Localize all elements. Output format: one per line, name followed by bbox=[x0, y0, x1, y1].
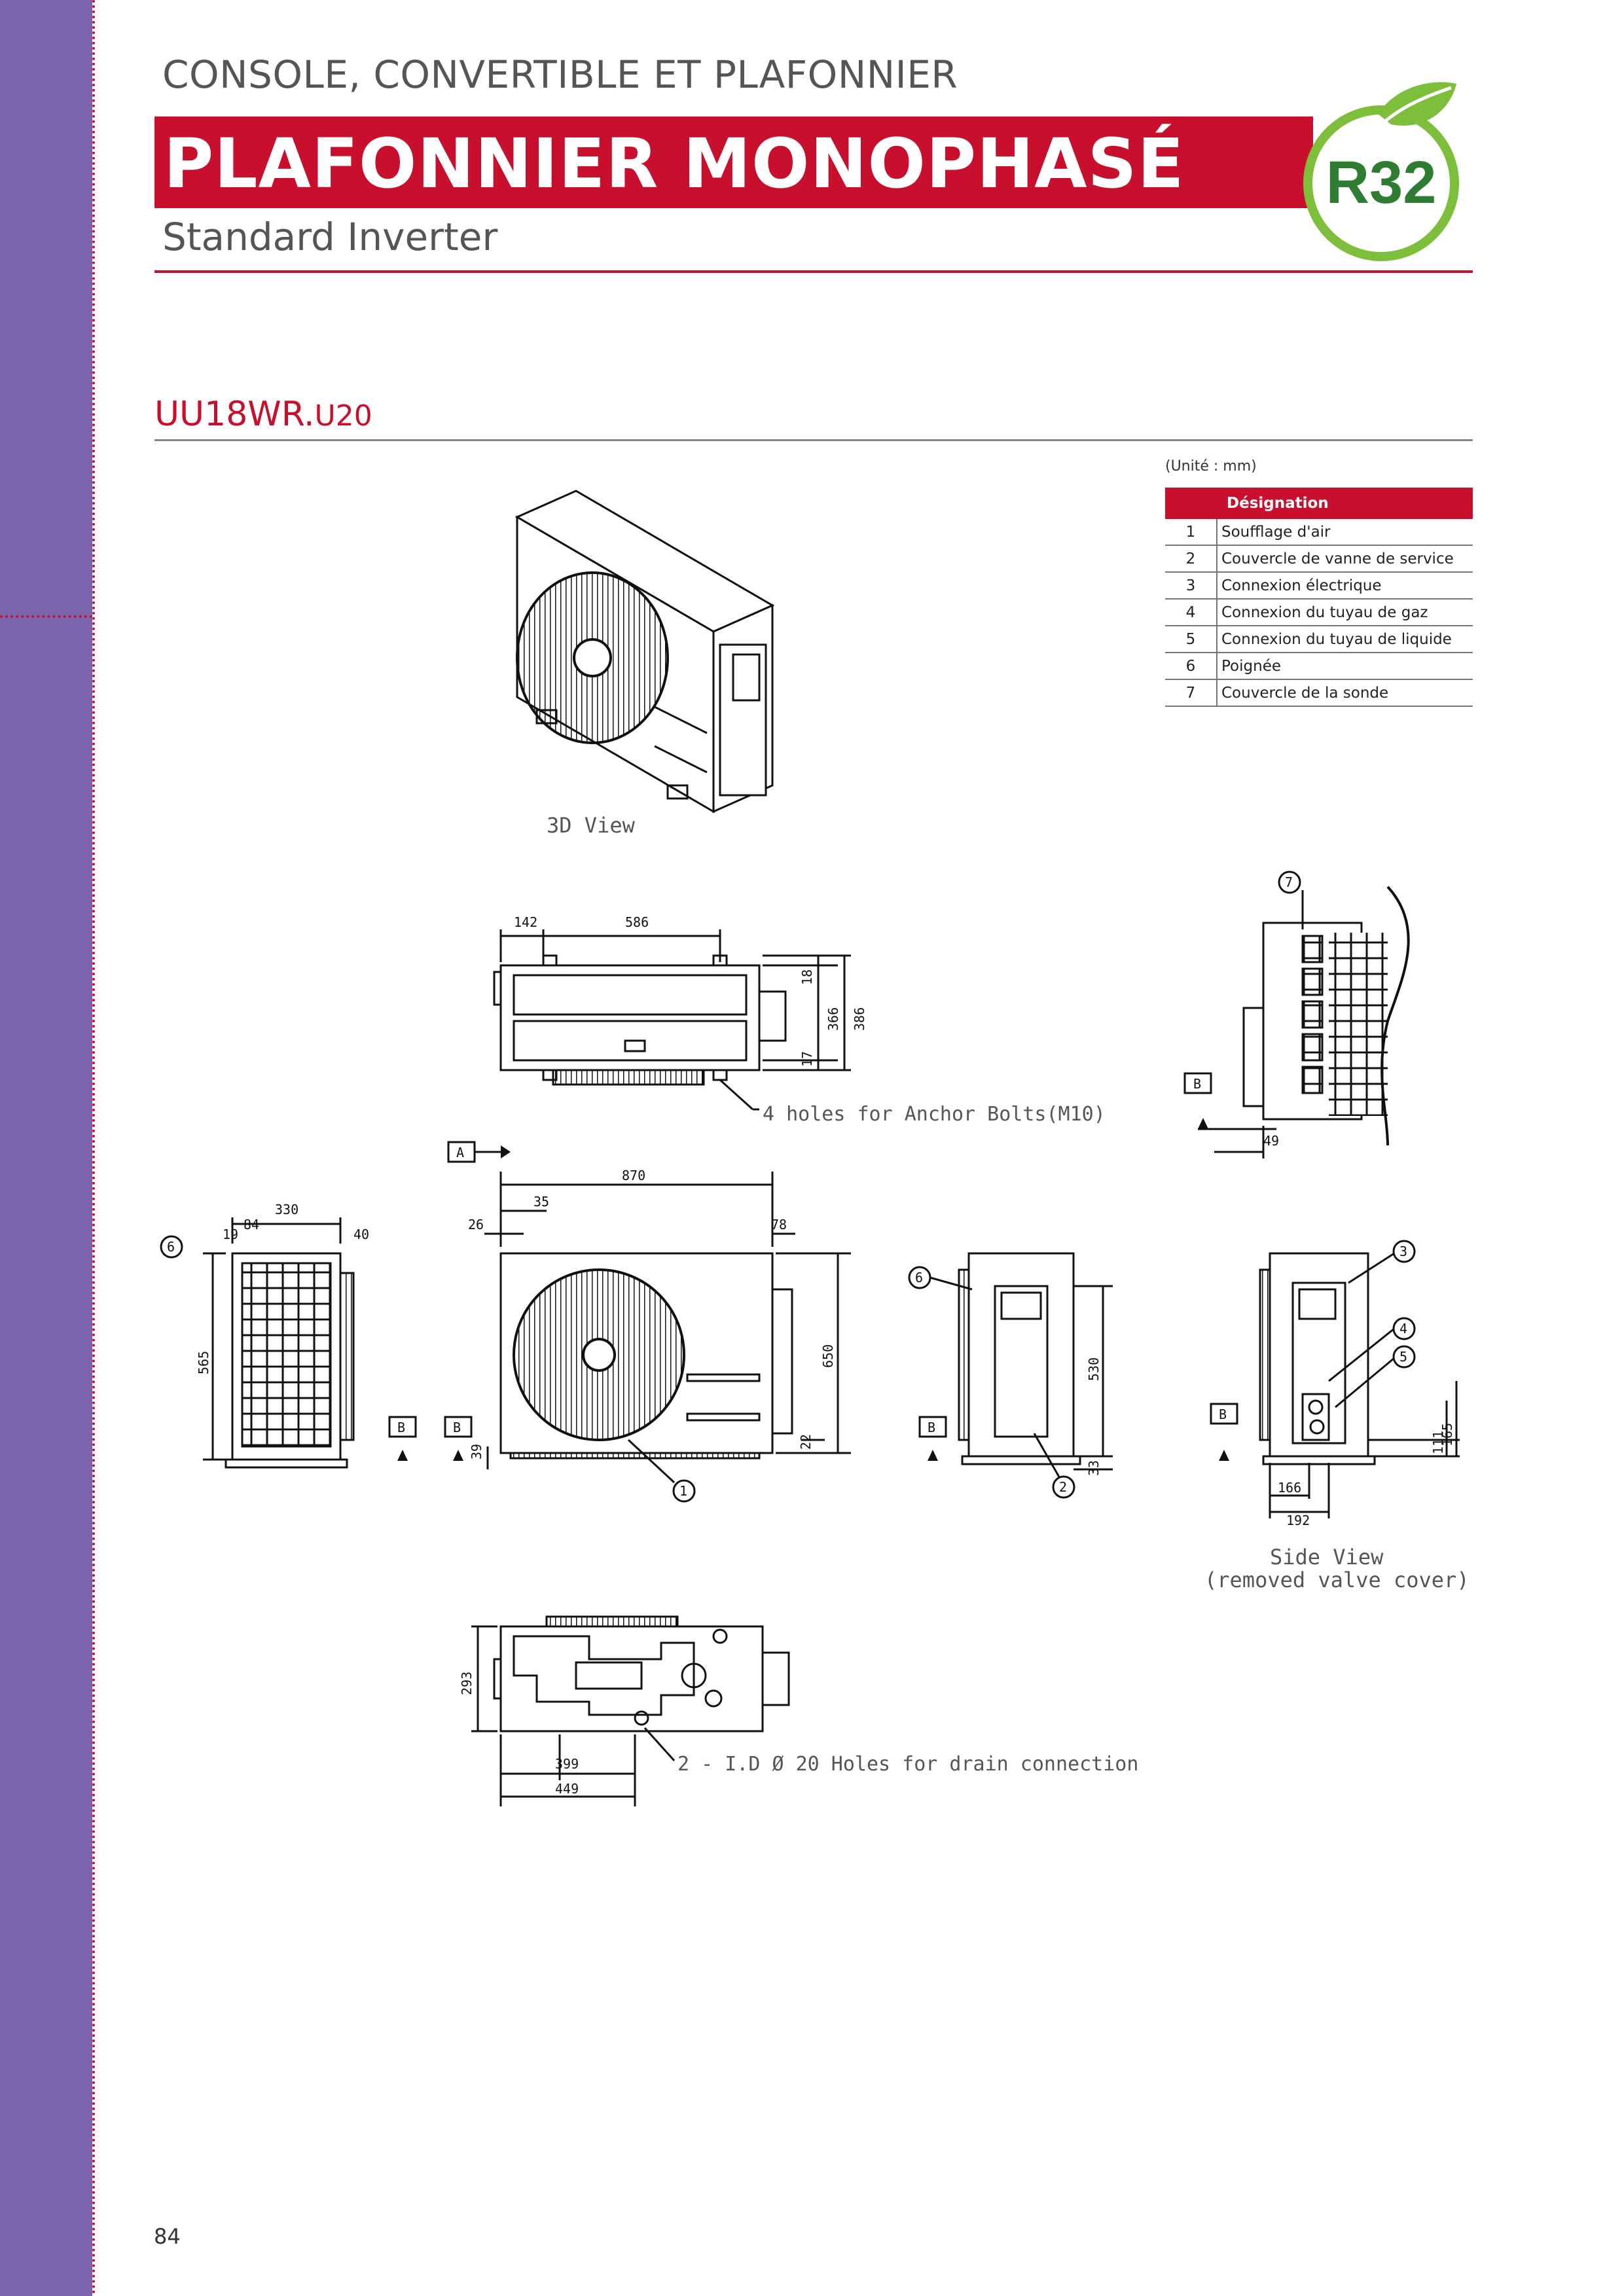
ref-b-right: B bbox=[1193, 1076, 1201, 1092]
dim-449: 449 bbox=[555, 1781, 579, 1797]
designation-header: Désignation bbox=[1165, 488, 1473, 519]
unit-3d-view bbox=[514, 490, 775, 814]
callout-3: 3 bbox=[1399, 1244, 1407, 1259]
callout-2: 2 bbox=[1059, 1479, 1067, 1495]
callout-4: 4 bbox=[1399, 1321, 1407, 1336]
callout-6-side: 6 bbox=[915, 1270, 923, 1285]
dim-166: 166 bbox=[1278, 1480, 1301, 1496]
dim-142: 142 bbox=[514, 914, 537, 930]
dim-17: 17 bbox=[799, 1051, 815, 1067]
dim-19: 19 bbox=[223, 1227, 238, 1242]
model-name: UU18WR.U20 bbox=[154, 395, 372, 434]
ref-a: A bbox=[456, 1145, 464, 1160]
sidebar-stripe bbox=[0, 0, 92, 2296]
dim-49: 49 bbox=[1263, 1133, 1279, 1149]
side-view-label: Side View bbox=[1270, 1545, 1384, 1570]
dim-22: 22 bbox=[798, 1434, 814, 1450]
callout-6-left: 6 bbox=[167, 1239, 175, 1255]
dim-399: 399 bbox=[555, 1756, 579, 1772]
dim-650: 650 bbox=[820, 1344, 836, 1368]
dim-330: 330 bbox=[275, 1202, 298, 1217]
dim-111: 111 bbox=[1430, 1431, 1446, 1454]
ref-b-front: B bbox=[453, 1420, 461, 1435]
unit-front-view bbox=[484, 1172, 851, 1484]
callout-5: 5 bbox=[1399, 1349, 1407, 1365]
dim-78: 78 bbox=[771, 1217, 787, 1232]
model-suffix: U20 bbox=[314, 399, 372, 433]
r32-badge: R32 bbox=[1299, 72, 1470, 262]
title-bar bbox=[154, 117, 1313, 208]
unit-left-view bbox=[203, 1217, 355, 1469]
dim-386: 386 bbox=[852, 1007, 867, 1031]
ref-b-left: B bbox=[397, 1420, 405, 1435]
model-divider bbox=[154, 439, 1473, 441]
sidebar-dotted-border bbox=[92, 0, 95, 2296]
sidebar-dotted-marker bbox=[0, 615, 92, 618]
page-title: PLAFONNIER MONOPHASÉ bbox=[164, 124, 1185, 204]
dim-26: 26 bbox=[468, 1217, 484, 1232]
dim-35: 35 bbox=[533, 1194, 549, 1210]
dim-39: 39 bbox=[469, 1444, 484, 1460]
dim-530: 530 bbox=[1086, 1357, 1102, 1381]
dim-84: 84 bbox=[244, 1217, 259, 1232]
dim-40: 40 bbox=[353, 1227, 369, 1242]
dim-192: 192 bbox=[1286, 1513, 1310, 1528]
view-3d-label: 3D View bbox=[547, 813, 636, 838]
dim-366: 366 bbox=[825, 1007, 841, 1031]
ref-b-valve: B bbox=[1219, 1407, 1227, 1422]
page-subtitle: Standard Inverter bbox=[162, 215, 498, 259]
unit-valve-view bbox=[1259, 1252, 1460, 1518]
model-prefix: UU18WR. bbox=[154, 395, 315, 434]
anchor-note: 4 holes for Anchor Bolts(M10) bbox=[763, 1103, 1106, 1126]
dim-18: 18 bbox=[799, 969, 815, 985]
dim-165: 165 bbox=[1439, 1423, 1455, 1446]
r32-label: R32 bbox=[1326, 149, 1437, 216]
unit-right-view bbox=[1198, 886, 1410, 1158]
dim-565: 565 bbox=[196, 1351, 211, 1374]
page-number: 84 bbox=[154, 2224, 181, 2249]
unit-bottom-view bbox=[471, 1615, 790, 1806]
unit-note: (Unité : mm) bbox=[1165, 458, 1257, 475]
header-divider bbox=[154, 270, 1473, 273]
unit-side-view bbox=[958, 1252, 1113, 1480]
callout-7: 7 bbox=[1285, 874, 1293, 890]
category-heading: CONSOLE, CONVERTIBLE ET PLAFONNIER bbox=[162, 52, 958, 97]
drain-note: 2 - I.D Ø 20 Holes for drain connection bbox=[677, 1753, 1138, 1776]
dim-870: 870 bbox=[622, 1168, 645, 1183]
dim-293: 293 bbox=[459, 1672, 475, 1695]
side-view-sublabel: (removed valve cover) bbox=[1204, 1568, 1470, 1592]
unit-top-view bbox=[493, 929, 851, 1111]
ref-b-side: B bbox=[928, 1420, 935, 1435]
callout-1: 1 bbox=[679, 1483, 687, 1499]
dim-33: 33 bbox=[1086, 1460, 1102, 1476]
dim-586: 586 bbox=[625, 914, 649, 930]
